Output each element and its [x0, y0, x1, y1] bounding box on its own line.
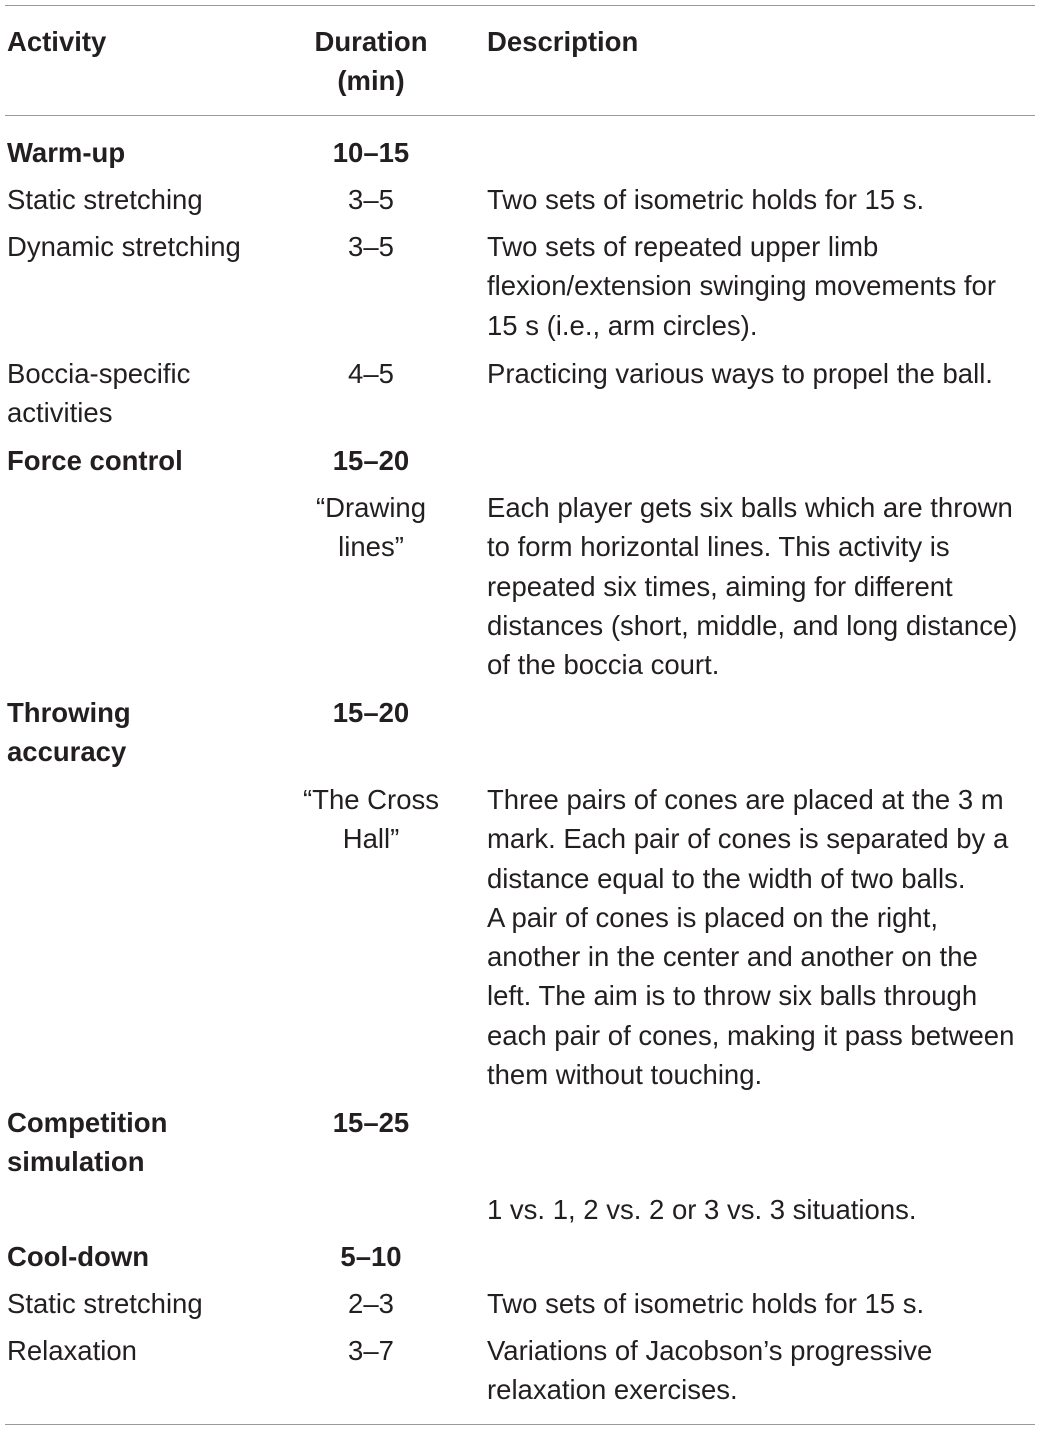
- description-cell-line: left. The aim is to throw six balls thro…: [487, 980, 978, 1012]
- duration-cell-line: 10–15: [332, 137, 410, 168]
- description-cell-line: Each player gets six balls which are thr…: [487, 492, 1013, 523]
- duration-cell-line: “The Cross: [303, 784, 439, 815]
- description-cell-line: A pair of cones is placed on the right,: [487, 901, 938, 933]
- activity-cell-line: activities: [7, 397, 113, 429]
- duration-cell-line: 15–20: [332, 697, 410, 728]
- description-cell: Each player gets six balls which are thr…: [487, 488, 1037, 684]
- activity-cell: Warm-up: [7, 133, 297, 172]
- description-cell-line: flexion/extension swinging movements for: [487, 270, 997, 302]
- description-cell: Practicing various ways to propel the ba…: [487, 354, 1037, 393]
- activity-cell: Static stretching: [7, 1284, 297, 1323]
- activity-cell: Static stretching: [7, 180, 297, 219]
- header-duration-line1: Duration: [314, 26, 428, 57]
- description-cell-line: Variations of Jacobson’s progressive: [487, 1335, 933, 1366]
- duration-cell: 3–7: [298, 1331, 444, 1370]
- duration-cell-line: “Drawing: [315, 492, 427, 523]
- description-cell: Two sets of repeated upper limb flexion/e…: [487, 227, 1037, 345]
- description-cell-line: 15 s (i.e., arm circles).: [487, 309, 758, 341]
- activity-cell: Competition simulation: [7, 1103, 297, 1182]
- table-top-rule: [5, 5, 1035, 6]
- duration-cell-line: Hall”: [342, 823, 400, 855]
- description-cell-line: relaxation exercises.: [487, 1374, 738, 1406]
- duration-cell: 5–10: [298, 1237, 444, 1276]
- duration-cell-line: 3–5: [348, 231, 394, 262]
- activity-cell-line: simulation: [7, 1146, 145, 1178]
- duration-cell-line: 15–20: [332, 445, 410, 476]
- duration-cell: 15–25: [298, 1103, 444, 1142]
- description-cell-line: mark. Each pair of cones is separated by…: [487, 823, 1009, 855]
- duration-cell-line: 3–5: [348, 184, 394, 215]
- activity-cell-line: Warm-up: [7, 137, 126, 168]
- activity-cell-line: Competition: [7, 1107, 168, 1138]
- description-cell-line: distance equal to the width of two balls…: [487, 862, 966, 894]
- description-cell-line: Three pairs of cones are placed at the 3…: [487, 784, 1004, 815]
- duration-cell: 3–5: [298, 180, 444, 219]
- duration-cell: 2–3: [298, 1284, 444, 1323]
- description-cell: Two sets of isometric holds for 15 s.: [487, 180, 1037, 219]
- activity-cell-line: Force control: [7, 445, 183, 476]
- activity-cell-line: Static stretching: [7, 184, 203, 215]
- activity-cell-line: Throwing: [7, 697, 131, 728]
- activity-cell-line: Boccia-specific: [7, 358, 191, 389]
- duration-cell: 10–15: [298, 133, 444, 172]
- description-cell-line: of the boccia court.: [487, 649, 720, 681]
- duration-cell-line: 2–3: [348, 1288, 394, 1319]
- duration-cell: 15–20: [298, 693, 444, 732]
- description-cell-line: Two sets of isometric holds for 15 s.: [487, 184, 925, 215]
- duration-cell: 3–5: [298, 227, 444, 266]
- duration-cell-line: 3–7: [348, 1335, 394, 1366]
- header-duration: Duration (min): [298, 22, 444, 101]
- duration-cell-line: 15–25: [332, 1107, 410, 1138]
- activity-cell-line: accuracy: [7, 736, 127, 768]
- description-cell-line: Practicing various ways to propel the ba…: [487, 358, 993, 389]
- activity-cell: Throwing accuracy: [7, 693, 297, 772]
- description-cell: 1 vs. 1, 2 vs. 2 or 3 vs. 3 situations.: [487, 1190, 1037, 1229]
- duration-cell: “Drawing lines”: [298, 488, 444, 567]
- description-cell-line: them without touching.: [487, 1059, 763, 1091]
- description-cell-line: 1 vs. 1, 2 vs. 2 or 3 vs. 3 situations.: [487, 1194, 917, 1225]
- activity-cell-line: Static stretching: [7, 1288, 203, 1319]
- description-cell-line: Two sets of repeated upper limb: [487, 231, 879, 262]
- duration-cell-line: 5–10: [340, 1241, 402, 1272]
- table-header-rule: [5, 115, 1035, 116]
- description-cell: Variations of Jacobson’s progressive rela…: [487, 1331, 1037, 1410]
- description-cell-line: another in the center and another on the: [487, 941, 978, 973]
- duration-cell: 15–20: [298, 441, 444, 480]
- description-cell-line: to form horizontal lines. This activity …: [487, 531, 950, 563]
- header-activity: Activity: [7, 26, 107, 57]
- description-cell: Two sets of isometric holds for 15 s.: [487, 1284, 1037, 1323]
- activity-cell: Force control: [7, 441, 297, 480]
- header-duration-line2: (min): [337, 65, 405, 97]
- duration-cell-line: 4–5: [348, 358, 394, 389]
- table-bottom-rule: [5, 1424, 1035, 1425]
- description-cell-line: each pair of cones, making it pass betwe…: [487, 1019, 1015, 1051]
- header-description: Description: [487, 26, 639, 57]
- activity-cell-line: Relaxation: [7, 1335, 137, 1366]
- description-cell-line: repeated six times, aiming for different: [487, 570, 953, 602]
- duration-cell-line: lines”: [338, 531, 404, 563]
- activity-cell: Cool-down: [7, 1237, 297, 1276]
- activity-cell-line: Cool-down: [7, 1241, 150, 1272]
- activity-cell-line: Dynamic stretching: [7, 231, 241, 262]
- description-cell-line: Two sets of isometric holds for 15 s.: [487, 1288, 925, 1319]
- activity-cell: Boccia-specific activities: [7, 354, 297, 433]
- activity-cell: Relaxation: [7, 1331, 297, 1370]
- duration-cell: 4–5: [298, 354, 444, 393]
- description-cell-line: distances (short, middle, and long dista…: [487, 609, 1018, 641]
- description-cell: Three pairs of cones are placed at the 3…: [487, 780, 1037, 1094]
- activity-cell: Dynamic stretching: [7, 227, 297, 266]
